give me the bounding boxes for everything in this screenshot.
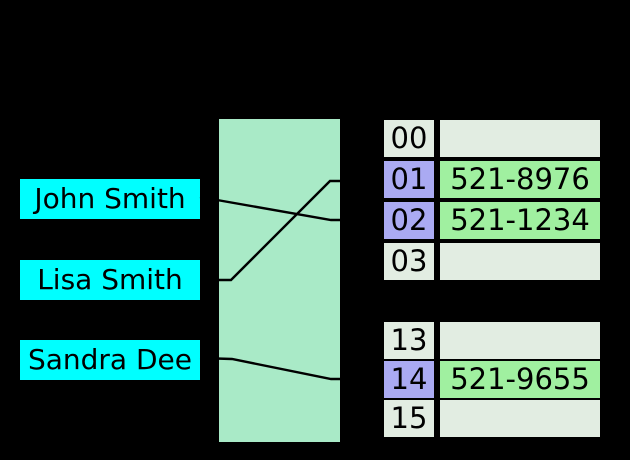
bucket-value-02: 521-1234	[440, 202, 600, 239]
bucket-value-15	[440, 400, 600, 437]
bucket-value-03	[440, 243, 600, 280]
hash-function-box	[219, 119, 340, 442]
key-label: Lisa Smith	[37, 263, 183, 296]
bucket-index-13: 13	[384, 322, 434, 359]
bucket-index-01: 01	[384, 161, 434, 198]
bucket-index-00: 00	[384, 120, 434, 157]
bucket-index-label: 01	[390, 162, 428, 196]
key-box-lisa-smith: Lisa Smith	[20, 260, 200, 300]
bucket-value-14: 521-9655	[440, 361, 600, 398]
bucket-index-label: 02	[390, 203, 428, 237]
bucket-value-13	[440, 322, 600, 359]
bucket-index-label: 15	[390, 401, 428, 435]
bucket-value-01: 521-8976	[440, 161, 600, 198]
key-box-sandra-dee: Sandra Dee	[20, 340, 200, 380]
bucket-value-label: 521-1234	[450, 203, 590, 237]
bucket-value-label: 521-8976	[450, 162, 590, 196]
bucket-index-label: 03	[390, 244, 428, 278]
bucket-index-03: 03	[384, 243, 434, 280]
bucket-index-15: 15	[384, 400, 434, 437]
bucket-index-label: 14	[390, 362, 428, 396]
bucket-index-label: 00	[390, 121, 428, 155]
bucket-value-label: 521-9655	[450, 362, 590, 396]
key-label: John Smith	[34, 182, 186, 215]
bucket-index-14: 14	[384, 361, 434, 398]
key-label: Sandra Dee	[27, 343, 193, 376]
bucket-value-00	[440, 120, 600, 157]
bucket-index-02: 02	[384, 202, 434, 239]
key-box-john-smith: John Smith	[20, 179, 200, 219]
bucket-index-label: 13	[390, 323, 428, 357]
